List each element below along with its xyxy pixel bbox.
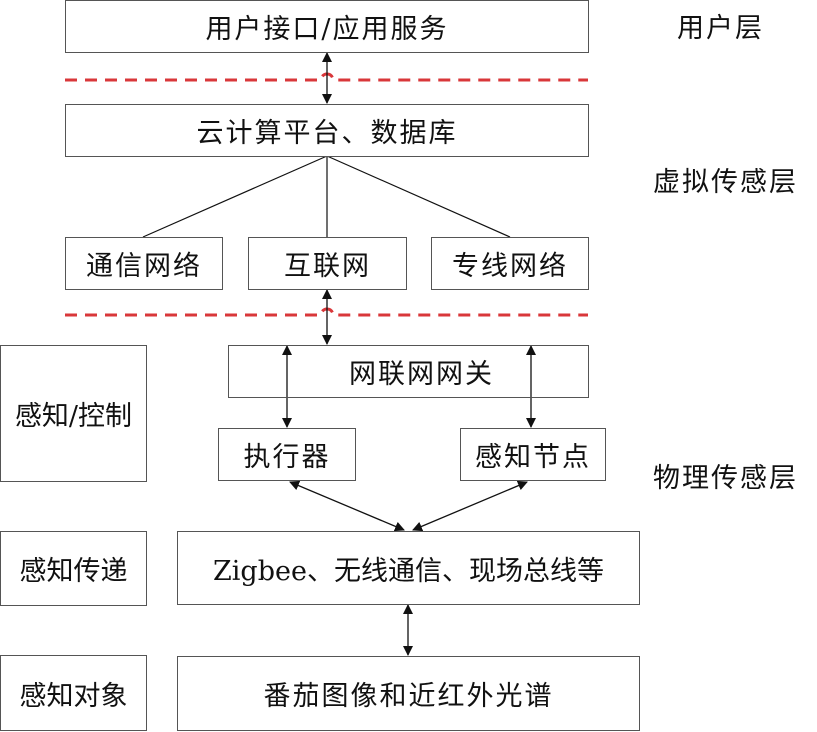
node-private-network-label: 专线网络 bbox=[452, 251, 568, 282]
node-gateway: 网联网网关 bbox=[228, 345, 589, 398]
arrow-sensor-transport bbox=[412, 480, 528, 532]
side-perception-transfer-label: 感知传递 bbox=[19, 556, 128, 587]
node-user-interface-label: 用户接口/应用服务 bbox=[205, 14, 449, 45]
node-objects-label: 番茄图像和近红外光谱 bbox=[263, 681, 554, 712]
node-user-interface: 用户接口/应用服务 bbox=[65, 0, 589, 53]
separator-user-virtual bbox=[65, 72, 588, 82]
line-cloud-private bbox=[326, 155, 511, 238]
node-transport-label: Zigbee、无线通信、现场总线等 bbox=[213, 555, 604, 587]
side-perception-object-label: 感知对象 bbox=[19, 680, 128, 712]
side-perception-transfer: 感知传递 bbox=[0, 531, 147, 606]
side-perception-control: 感知/控制 bbox=[0, 345, 147, 482]
node-internet-label: 互联网 bbox=[284, 251, 371, 282]
node-cloud: 云计算平台、数据库 bbox=[65, 104, 589, 157]
node-gateway-label: 网联网网关 bbox=[349, 359, 494, 390]
node-objects: 番茄图像和近红外光谱 bbox=[177, 656, 640, 731]
line-cloud-comm bbox=[142, 155, 328, 238]
node-sensor-node-label: 感知节点 bbox=[475, 442, 591, 473]
node-sensor-node: 感知节点 bbox=[460, 428, 606, 481]
separator-virtual-physical bbox=[65, 307, 588, 317]
node-private-network: 专线网络 bbox=[431, 237, 589, 290]
arrow-actuator-transport bbox=[289, 480, 405, 532]
node-actuator: 执行器 bbox=[218, 428, 356, 481]
node-comm-network-label: 通信网络 bbox=[86, 251, 202, 282]
node-comm-network: 通信网络 bbox=[65, 237, 223, 290]
node-cloud-label: 云计算平台、数据库 bbox=[196, 118, 458, 149]
node-actuator-label: 执行器 bbox=[243, 442, 331, 473]
node-transport: Zigbee、无线通信、现场总线等 bbox=[177, 531, 640, 605]
side-perception-object: 感知对象 bbox=[0, 655, 147, 731]
layer-label-virtual: 虚拟传感层 bbox=[653, 167, 798, 198]
layer-label-physical: 物理传感层 bbox=[653, 463, 798, 494]
side-perception-control-label: 感知/控制 bbox=[14, 401, 133, 432]
layer-label-user: 用户层 bbox=[677, 13, 764, 44]
node-internet: 互联网 bbox=[248, 237, 407, 290]
